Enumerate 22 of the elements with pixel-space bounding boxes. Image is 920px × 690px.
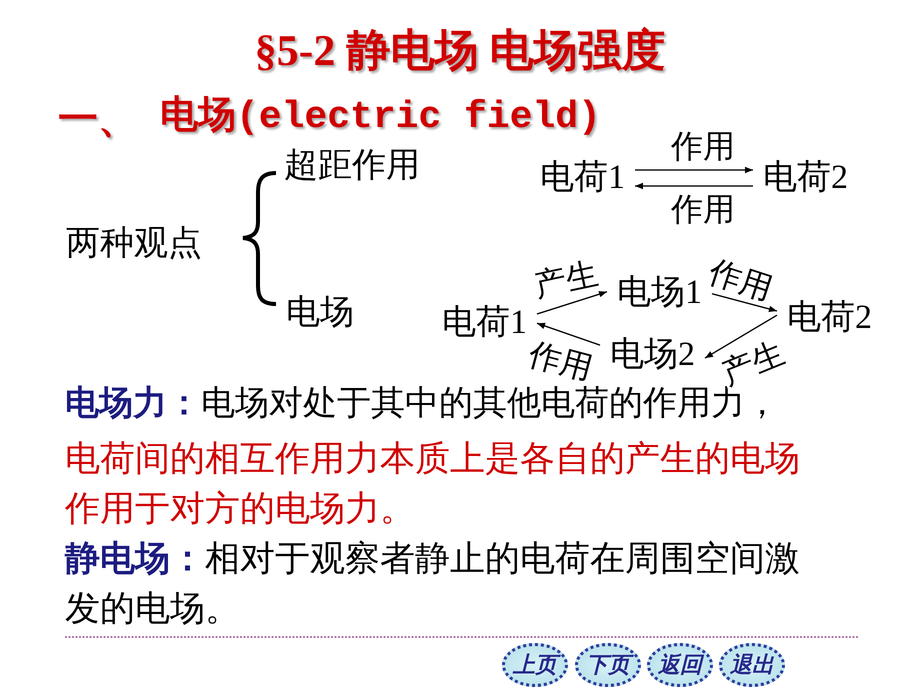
arrow <box>704 314 778 359</box>
branch-label: 电场 <box>286 293 354 332</box>
nav-button: 上页 <box>502 643 568 687</box>
arrow <box>536 322 600 346</box>
node-label: 电荷2 <box>777 298 882 338</box>
term-label: 两种观点 <box>66 224 202 264</box>
arrow <box>635 166 753 174</box>
node-label: 电荷2 <box>753 158 858 198</box>
section-number: 一、 <box>58 96 138 142</box>
node-label: 电场2 <box>600 335 705 374</box>
note-text: 电荷间的相互作用力本质上是各自的产生的电场作用于对方的电场力。 <box>65 438 801 530</box>
title: §5-2 静电场 电场强度 <box>254 26 666 77</box>
nav-button: 下页 <box>575 643 641 687</box>
definition-text: 静电场：相对于观察者静止的电荷在周围空间激发的电场。 <box>65 538 801 630</box>
section-heading: 电场(electric field) <box>160 96 601 140</box>
arrow <box>536 291 608 315</box>
node-label: 电荷1 <box>530 158 635 198</box>
arrow <box>712 293 778 312</box>
branch-label: 超距作用 <box>284 146 420 186</box>
nav-button: 退出 <box>719 643 785 687</box>
nav-button: 返回 <box>647 643 713 687</box>
arrow <box>635 182 753 190</box>
